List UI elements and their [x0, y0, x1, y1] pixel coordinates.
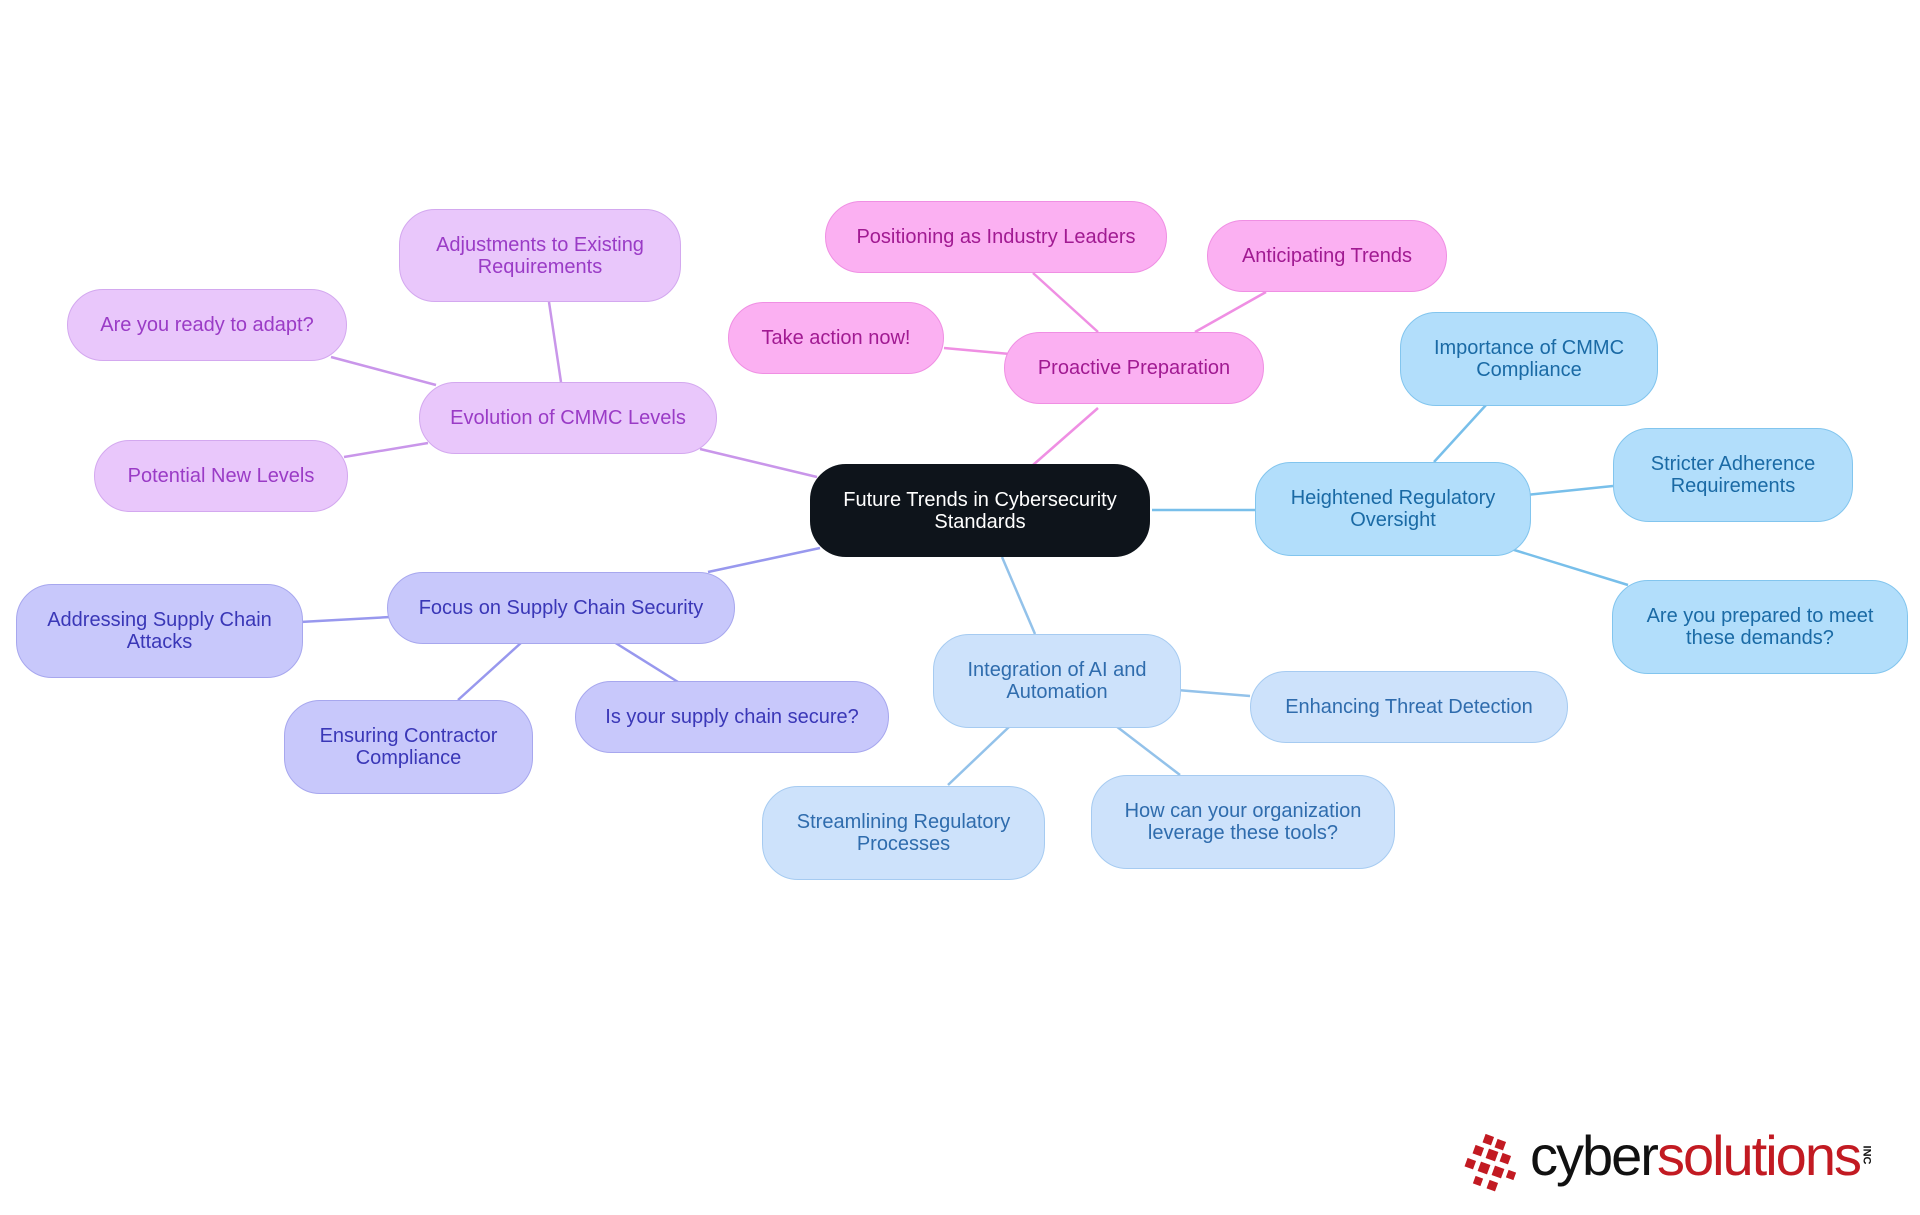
- leaf-label: Streamlining Regulatory Processes: [796, 811, 1011, 855]
- leaf-label: How can your organization leverage these…: [1124, 800, 1362, 844]
- leaf-label: Stricter Adherence Requirements: [1650, 453, 1816, 497]
- branch-label: Proactive Preparation: [1037, 357, 1231, 379]
- edge-integration-enhancing: [1176, 688, 1251, 698]
- root-label: Future Trends in Cybersecurity Standards: [843, 488, 1117, 533]
- edge-proactive-anticipating: [1194, 290, 1267, 334]
- edge-heightened-prepared: [1510, 547, 1629, 587]
- edge-evolution-potential: [343, 441, 429, 459]
- leaf-streamlining-regulatory-processes[interactable]: Streamlining Regulatory Processes: [762, 786, 1045, 880]
- leaf-positioning-industry-leaders[interactable]: Positioning as Industry Leaders: [825, 201, 1167, 273]
- edge-supply-secure: [613, 640, 679, 684]
- branch-evolution-cmmc-levels[interactable]: Evolution of CMMC Levels: [419, 382, 717, 454]
- edge-proactive-takeaction: [943, 346, 1011, 356]
- leaf-label: Are you prepared to meet these demands?: [1646, 605, 1874, 649]
- leaf-take-action-now[interactable]: Take action now!: [728, 302, 944, 374]
- logo-mark-icon: [1464, 1133, 1517, 1192]
- logo-cyber-text: cyber: [1530, 1124, 1659, 1187]
- edge-evolution-adjustments: [547, 301, 563, 383]
- edge-root-supply: [707, 546, 821, 574]
- leaf-label: Anticipating Trends: [1241, 245, 1413, 267]
- leaf-prepared-to-meet-demands[interactable]: Are you prepared to meet these demands?: [1612, 580, 1908, 674]
- leaf-ensuring-contractor-compliance[interactable]: Ensuring Contractor Compliance: [284, 700, 533, 794]
- leaf-label: Are you ready to adapt?: [100, 314, 314, 336]
- leaf-label: Positioning as Industry Leaders: [856, 226, 1136, 248]
- edge-root-integration: [1000, 556, 1037, 635]
- leaf-leverage-these-tools[interactable]: How can your organization leverage these…: [1091, 775, 1395, 869]
- edge-root-evolution: [699, 447, 818, 479]
- leaf-label: Potential New Levels: [127, 465, 315, 487]
- leaf-label: Addressing Supply Chain Attacks: [47, 609, 272, 653]
- edge-supply-addressing: [299, 615, 391, 624]
- cybersolutions-logo: cybersolutions INC: [1464, 1123, 1874, 1193]
- edge-proactive-positioning: [1032, 272, 1099, 333]
- edge-evolution-ready: [330, 355, 437, 387]
- leaf-importance-cmmc-compliance[interactable]: Importance of CMMC Compliance: [1400, 312, 1658, 406]
- leaf-supply-chain-secure[interactable]: Is your supply chain secure?: [575, 681, 889, 753]
- branch-heightened-regulatory-oversight[interactable]: Heightened Regulatory Oversight: [1255, 462, 1531, 556]
- branch-label: Integration of AI and Automation: [967, 659, 1147, 703]
- logo-solutions-text: solutions: [1656, 1124, 1862, 1187]
- leaf-label: Enhancing Threat Detection: [1285, 696, 1533, 718]
- branch-label: Evolution of CMMC Levels: [450, 407, 686, 429]
- leaf-adjustments-existing-requirements[interactable]: Adjustments to Existing Requirements: [399, 209, 681, 302]
- branch-supply-chain-security[interactable]: Focus on Supply Chain Security: [387, 572, 735, 644]
- branch-proactive-preparation[interactable]: Proactive Preparation: [1004, 332, 1264, 404]
- logo-inc-text: INC: [1860, 1145, 1873, 1165]
- leaf-label: Adjustments to Existing Requirements: [436, 233, 644, 278]
- branch-label: Heightened Regulatory Oversight: [1290, 487, 1496, 531]
- edge-integration-streamlining: [947, 725, 1011, 786]
- logo-wordmark: cybersolutions: [1530, 1123, 1862, 1189]
- branch-label: Focus on Supply Chain Security: [418, 597, 704, 619]
- leaf-label: Take action now!: [761, 327, 911, 349]
- leaf-stricter-adherence-requirements[interactable]: Stricter Adherence Requirements: [1613, 428, 1853, 522]
- leaf-enhancing-threat-detection[interactable]: Enhancing Threat Detection: [1250, 671, 1568, 743]
- leaf-potential-new-levels[interactable]: Potential New Levels: [94, 440, 348, 512]
- root-node[interactable]: Future Trends in Cybersecurity Standards: [810, 464, 1150, 557]
- edge-integration-leverage: [1115, 725, 1181, 776]
- leaf-anticipating-trends[interactable]: Anticipating Trends: [1207, 220, 1447, 292]
- edge-heightened-stricter: [1525, 484, 1614, 497]
- branch-integration-ai-automation[interactable]: Integration of AI and Automation: [933, 634, 1181, 728]
- edge-supply-ensuring: [457, 641, 523, 701]
- edge-root-proactive: [1032, 407, 1099, 466]
- leaf-addressing-supply-chain-attacks[interactable]: Addressing Supply Chain Attacks: [16, 584, 303, 678]
- edge-heightened-importance: [1433, 404, 1487, 463]
- leaf-label: Ensuring Contractor Compliance: [319, 725, 498, 769]
- leaf-label: Importance of CMMC Compliance: [1433, 337, 1625, 381]
- leaf-ready-to-adapt[interactable]: Are you ready to adapt?: [67, 289, 347, 361]
- leaf-label: Is your supply chain secure?: [605, 706, 859, 728]
